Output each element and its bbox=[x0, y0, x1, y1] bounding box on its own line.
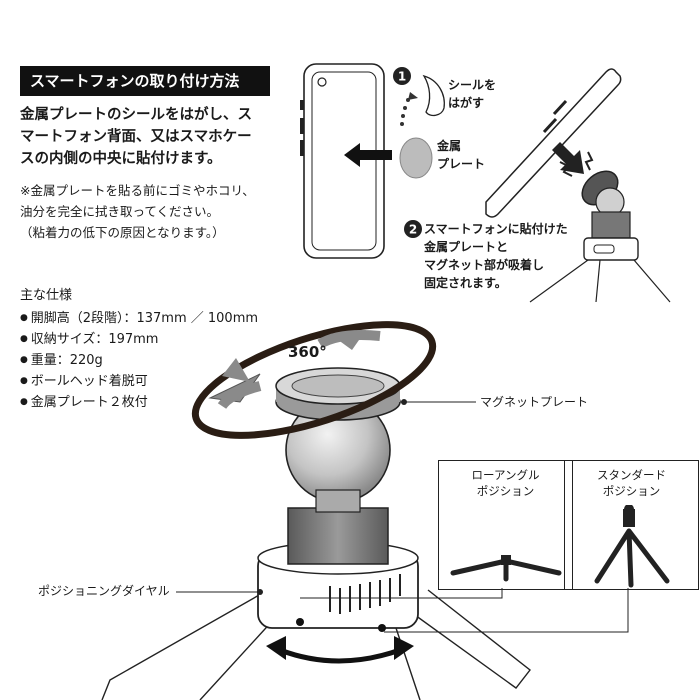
step2-marker: 2 bbox=[404, 220, 422, 238]
spec-item: 開脚高（2段階）：137mm ／ 100mm bbox=[20, 308, 290, 329]
dial-leader-line bbox=[176, 589, 263, 595]
step2-caption: スマートフォンに貼付けた 金属プレートと マグネット部が吸着し 固定されます。 bbox=[424, 222, 568, 290]
spec-item: 重量：220g bbox=[20, 350, 290, 371]
position-connector-lines bbox=[300, 588, 629, 633]
note-line: 油分を完全に拭き取ってください。 bbox=[20, 204, 220, 219]
low-tripod-icon bbox=[450, 555, 562, 582]
spec-heading: 主な仕様 bbox=[20, 288, 73, 303]
section-title: スマートフォンの取り付け方法 bbox=[20, 66, 270, 96]
standard-tripod-icon bbox=[594, 505, 670, 588]
phone-back-illustration bbox=[300, 63, 385, 259]
step1-caption: シールを はがす bbox=[448, 78, 497, 110]
standard-position-box: スタンダード ポジション bbox=[564, 460, 699, 590]
low-angle-label: ローアングル ポジション bbox=[471, 468, 540, 498]
dial-label: ポジショニングダイヤル bbox=[38, 584, 170, 598]
instruction-line: スの内側の中央に貼付けます。 bbox=[20, 151, 222, 167]
step1-marker: 1 bbox=[393, 67, 418, 126]
caution-note: ※金属プレートを貼る前にゴミやホコリ、 油分を完全に拭き取ってください。 （粘着… bbox=[20, 180, 295, 243]
spec-item: 金属プレート２枚付 bbox=[20, 392, 290, 413]
note-line: ※金属プレートを貼る前にゴミやホコリ、 bbox=[20, 183, 255, 198]
svg-text:2: 2 bbox=[409, 223, 417, 237]
sticker-peel-icon bbox=[422, 74, 445, 117]
metal-plate-icon bbox=[399, 137, 433, 179]
spec-list: 主な仕様 開脚高（2段階）：137mm ／ 100mm 収納サイズ：197mm … bbox=[20, 286, 290, 413]
magnet-leader-line bbox=[400, 399, 476, 405]
ball-head-diagram bbox=[101, 321, 531, 700]
instruction-line: マートフォン背面、又はスマホケー bbox=[20, 129, 252, 145]
phone-mount-illustration bbox=[485, 68, 671, 303]
instruction-text: 金属プレートのシールをはがし、ス マートフォン背面、又はスマホケー スの内側の中… bbox=[20, 104, 290, 170]
spec-item: ボールヘッド着脱可 bbox=[20, 371, 290, 392]
plate-caption: 金属 プレート bbox=[437, 139, 486, 171]
note-line: （粘着力の低下の原因となります。） bbox=[20, 225, 225, 240]
rotation-label: 360° bbox=[288, 343, 327, 361]
magnet-plate-label: マグネットプレート bbox=[480, 395, 589, 409]
camera-icon bbox=[317, 77, 327, 87]
arrow-left-icon bbox=[344, 143, 392, 167]
svg-text:1: 1 bbox=[398, 70, 406, 84]
low-angle-position-box: ローアングル ポジション bbox=[438, 460, 573, 590]
spec-item: 収納サイズ：197mm bbox=[20, 329, 290, 350]
standard-label: スタンダード ポジション bbox=[597, 468, 666, 498]
instruction-line: 金属プレートのシールをはがし、ス bbox=[20, 107, 252, 123]
